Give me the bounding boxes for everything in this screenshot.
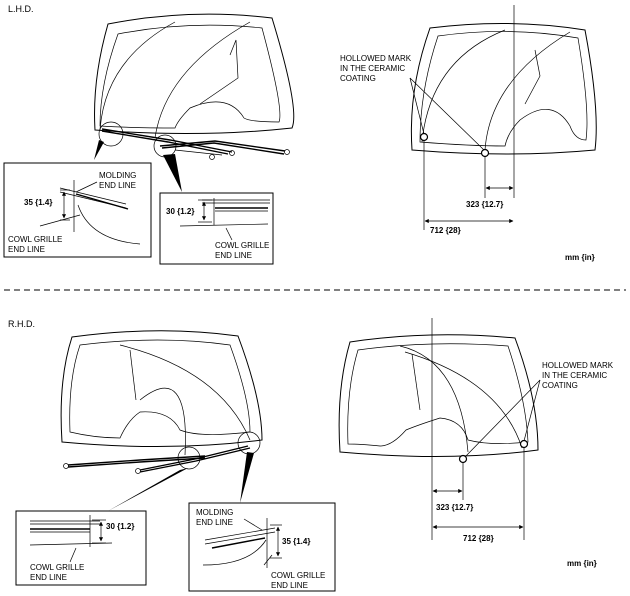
rhd-cowl-grille-b-1: COWL GRILLE [271, 571, 325, 580]
rhd-dim-35: 35 {1.4} [282, 537, 310, 546]
lhd-dim-712: 712 {28} [430, 226, 461, 235]
rhd-section-label: R.H.D. [8, 319, 35, 329]
lhd-dim-35: 35 {1.4} [24, 198, 52, 207]
lhd-dim-30: 30 {1.2} [166, 207, 194, 216]
rhd-dim-712: 712 {28} [463, 534, 494, 543]
rhd-unit: mm {in} [567, 559, 597, 568]
lhd-cowl-grille-b-1: COWL GRILLE [215, 241, 269, 250]
lhd-molding-end-line-1: MOLDING [99, 171, 136, 180]
lhd-section-label: L.H.D. [8, 4, 34, 14]
rhd-wiper-windshield [60, 330, 263, 511]
rhd-detail-box-molding [188, 502, 336, 592]
lhd-detail-box-molding [3, 162, 152, 258]
lhd-molding-end-line-2: END LINE [99, 181, 136, 190]
lhd-dim-323: 323 {12.7} [466, 200, 503, 209]
rhd-molding-end-line-2: END LINE [196, 518, 233, 527]
lhd-wiper-windshield [94, 13, 295, 192]
rhd-hollowed-mark-1: HOLLOWED MARK [542, 361, 614, 370]
lhd-cowl-grille-b-2: END LINE [215, 251, 252, 260]
rhd-detail-box-cowl [15, 510, 147, 586]
rhd-cowl-grille-a-1: COWL GRILLE [30, 563, 84, 572]
rhd-hollowed-mark-2: IN THE CERAMIC [542, 371, 607, 380]
rhd-dim-30: 30 {1.2} [106, 522, 134, 531]
lhd-unit: mm {in} [565, 253, 595, 262]
rhd-hollowed-mark-3: COATING [542, 381, 578, 390]
lhd-hollowed-mark-2: IN THE CERAMIC [340, 64, 405, 73]
lhd-cowl-grille-a-2: END LINE [8, 245, 45, 254]
lhd-mark-windshield [409, 5, 597, 230]
rhd-cowl-grille-b-2: END LINE [271, 581, 308, 590]
lhd-hollowed-mark-3: COATING [340, 74, 376, 83]
rhd-molding-end-line-1: MOLDING [196, 508, 233, 517]
lhd-detail-box-cowl [159, 192, 274, 265]
lhd-hollowed-mark-1: HOLLOWED MARK [340, 54, 412, 63]
lhd-cowl-grille-a-1: COWL GRILLE [8, 235, 62, 244]
rhd-dim-323: 323 {12.7} [436, 503, 473, 512]
rhd-mark-windshield [338, 318, 541, 540]
rhd-cowl-grille-a-2: END LINE [30, 573, 67, 582]
